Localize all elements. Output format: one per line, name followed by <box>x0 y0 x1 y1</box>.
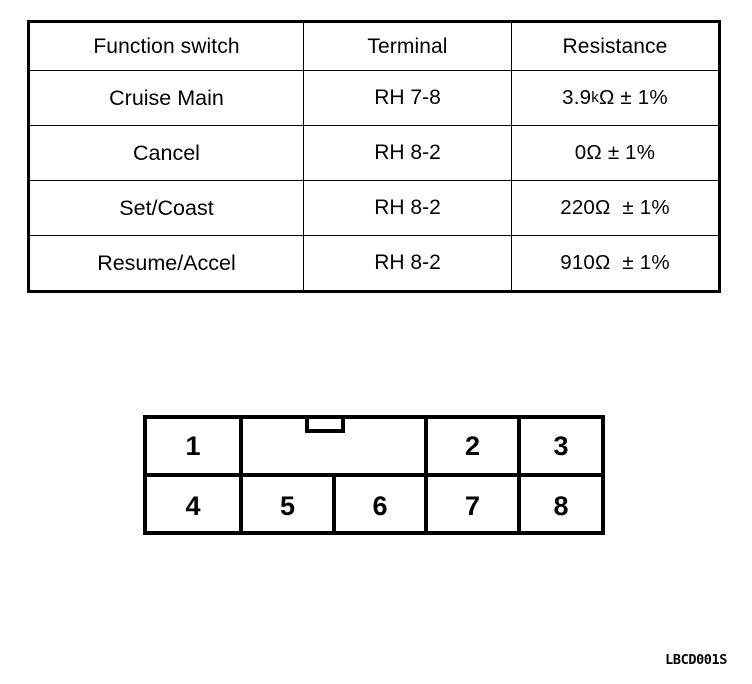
resistance-tolerance: ± 1% <box>620 86 668 109</box>
connector-keying-tab-icon <box>305 419 345 433</box>
cell-function-switch: Resume/Accel <box>28 235 304 292</box>
resistance-unit: Ω <box>595 251 611 274</box>
table-row: Set/Coast RH 8-2 220Ω ± 1% <box>28 180 720 236</box>
cell-terminal: RH 7-8 <box>303 70 512 126</box>
figure-reference-code: LBCD001S <box>665 652 727 668</box>
cell-function-switch: Cruise Main <box>28 70 304 126</box>
resistance-value: 3.9 <box>562 86 592 109</box>
cell-resistance: 3.9kΩ ± 1% <box>511 70 720 126</box>
resistance-value: 220 <box>560 196 596 219</box>
connector-pin-4: 4 <box>185 490 201 521</box>
resistance-value: 910 <box>560 251 596 274</box>
cell-function-switch: Set/Coast <box>28 180 304 236</box>
column-header-function-switch: Function switch <box>28 21 304 71</box>
cell-resistance: 910Ω ± 1% <box>511 235 720 292</box>
resistance-tolerance: ± 1% <box>607 141 656 164</box>
connector-pin-6: 6 <box>332 477 424 535</box>
connector-bottom-row: 4 5 6 7 8 <box>147 477 601 535</box>
column-header-terminal: Terminal <box>303 21 512 71</box>
resistance-unit: Ω <box>598 86 615 109</box>
resistance-unit: Ω <box>586 141 602 164</box>
cell-terminal: RH 8-2 <box>303 180 512 236</box>
resistance-unit: Ω <box>595 196 611 219</box>
cell-terminal: RH 8-2 <box>303 125 512 181</box>
table-header-row: Function switch Terminal Resistance <box>28 21 720 71</box>
resistance-spec-table: Function switch Terminal Resistance Crui… <box>27 20 721 293</box>
column-header-resistance: Resistance <box>511 21 720 71</box>
connector-pin-7: 7 <box>424 477 517 535</box>
resistance-prefix: k <box>591 89 599 106</box>
resistance-tolerance: ± 1% <box>622 196 670 219</box>
connector-top-row: 1 2 3 <box>147 419 601 477</box>
connector-blank-cell <box>239 419 424 473</box>
connector-pin-2: 2 <box>424 419 517 473</box>
cell-resistance: 220Ω ± 1% <box>511 180 720 236</box>
table-row: Resume/Accel RH 8-2 910Ω ± 1% <box>28 235 720 292</box>
table-row: Cancel RH 8-2 0Ω ± 1% <box>28 125 720 181</box>
table-row: Cruise Main RH 7-8 3.9kΩ ± 1% <box>28 70 720 126</box>
connector-pin-diagram: 1 2 3 4 5 6 7 8 <box>143 415 605 535</box>
cell-terminal: RH 8-2 <box>303 235 512 292</box>
resistance-tolerance: ± 1% <box>622 251 670 274</box>
cell-function-switch: Cancel <box>28 125 304 181</box>
connector-pin-3: 3 <box>517 419 601 473</box>
cell-resistance: 0Ω ± 1% <box>511 125 720 181</box>
resistance-value: 0 <box>574 141 587 164</box>
connector-pin-1: 1 <box>185 430 201 461</box>
connector-pin-8: 8 <box>517 477 601 535</box>
connector-pin-5: 5 <box>239 477 332 535</box>
